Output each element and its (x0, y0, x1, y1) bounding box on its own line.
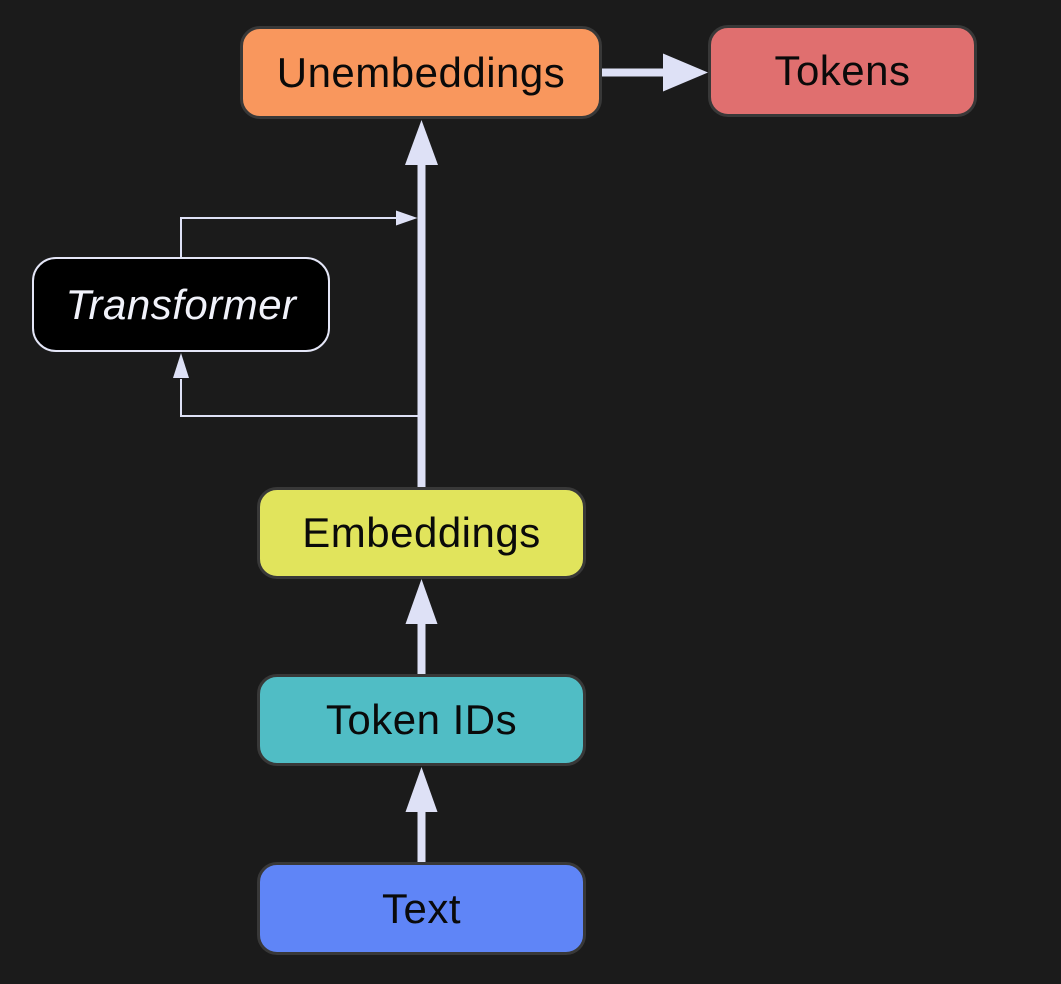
node-embeddings-label: Embeddings (302, 509, 541, 556)
node-transformer[interactable]: Transformer (32, 257, 330, 352)
arrowhead-up-embeddings (405, 579, 438, 624)
node-unembeddings[interactable]: Unembeddings (240, 26, 602, 119)
arrowhead-up-unembeddings (405, 120, 438, 165)
node-embeddings[interactable]: Embeddings (257, 487, 586, 579)
node-token-ids-label: Token IDs (325, 696, 518, 743)
arrowhead-right-stream (396, 210, 418, 226)
node-tokens[interactable]: Tokens (708, 25, 977, 117)
node-text[interactable]: Text (257, 862, 586, 955)
node-text-label: Text (381, 884, 462, 932)
edge-transformer-to-stream (180, 217, 399, 257)
node-transformer-label: Transformer (65, 280, 297, 328)
arrowhead-up-tokenids (405, 767, 438, 812)
node-tokens-label: Tokens (774, 47, 911, 94)
arrowhead-up-transformer (173, 353, 189, 378)
edge-stream-to-transformer (180, 379, 425, 417)
node-unembeddings-label: Unembeddings (276, 48, 566, 96)
arrowhead-right-tokens (663, 53, 708, 92)
node-token-ids[interactable]: Token IDs (257, 674, 586, 766)
